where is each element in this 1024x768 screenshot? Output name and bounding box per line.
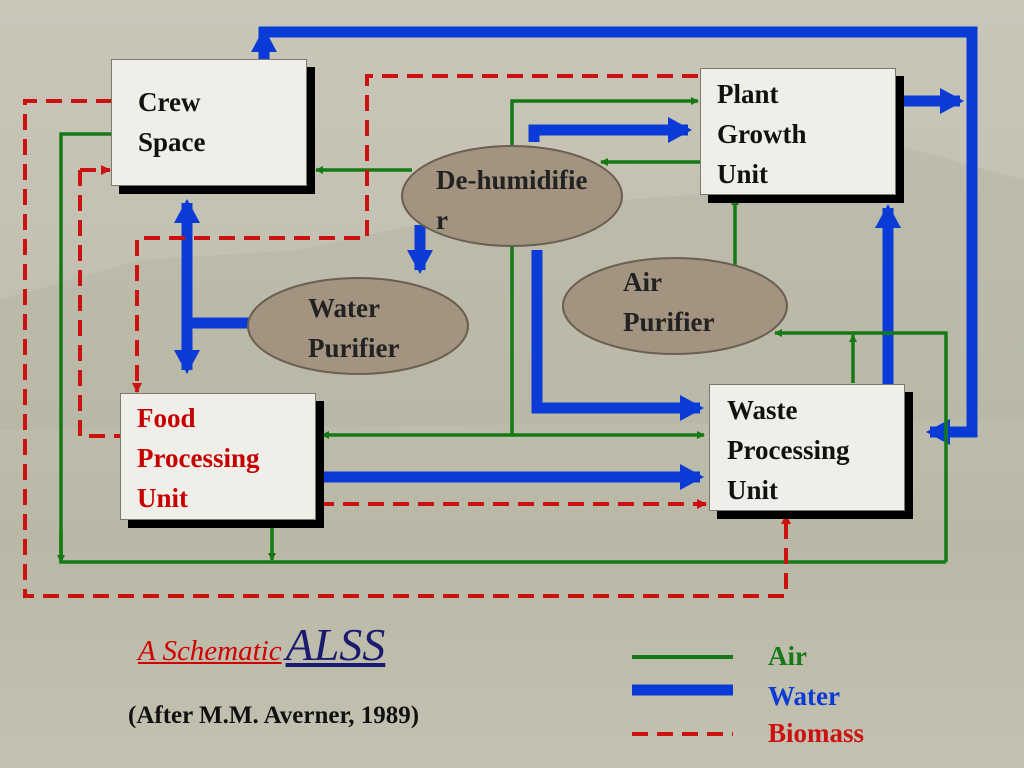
dehumidifier-oval bbox=[401, 145, 623, 247]
food-processing-label: Food Processing Unit bbox=[137, 403, 260, 513]
diagram-title: A Schematic ALSS bbox=[138, 618, 385, 671]
water-purifier-oval bbox=[247, 277, 469, 375]
biomass-crew-in bbox=[78, 170, 120, 438]
legend-biomass-label: Biomass bbox=[768, 718, 865, 748]
waste-processing-label: Waste Processing Unit bbox=[727, 395, 850, 505]
air-purifier-oval bbox=[562, 257, 788, 355]
crew-space-box bbox=[111, 59, 307, 186]
biomass-flows bbox=[23, 74, 791, 598]
water-flows bbox=[174, 26, 978, 490]
title-prefix: A Schematic bbox=[138, 635, 282, 667]
water-purifier-label: Water Purifier bbox=[308, 293, 400, 363]
air-loop-right bbox=[774, 329, 948, 562]
citation: (After M.M. Averner, 1989) bbox=[128, 702, 420, 729]
water-dehum-to-waste bbox=[531, 250, 704, 421]
air-purifier-label: Air Purifier bbox=[623, 267, 715, 337]
dehumidifier-label: De-humidifier bbox=[436, 165, 588, 235]
crew-space-label: Crew Space bbox=[138, 87, 206, 157]
food-processing-box bbox=[120, 393, 316, 520]
legend-air-label: Air bbox=[768, 641, 807, 671]
water-to-plant bbox=[528, 117, 692, 143]
legend-water-label: Water bbox=[768, 681, 840, 711]
plant-growth-box bbox=[700, 68, 896, 195]
air-loop-bottom bbox=[59, 132, 946, 564]
biomass-crew-left bbox=[23, 99, 791, 598]
waste-processing-box bbox=[709, 384, 905, 511]
plant-growth-label: Plant Growth Unit bbox=[717, 79, 807, 189]
title-main: ALSS bbox=[285, 619, 386, 670]
